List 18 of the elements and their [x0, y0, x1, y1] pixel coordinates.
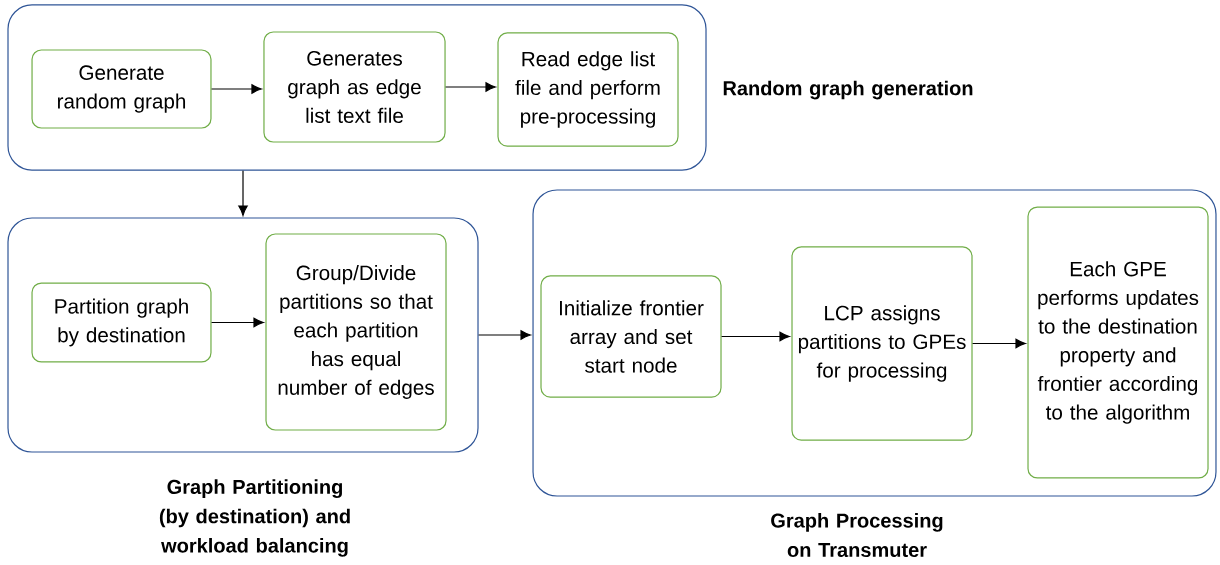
process-box: Each GPE performs updates to the destination property and frontier according to the algorithm: [1027, 206, 1209, 479]
arrow: [238, 170, 248, 216]
group-heading: Random graph generation: [723, 80, 973, 100]
arrow: [211, 317, 264, 328]
process-box: Read edge list file and perform pre-processing: [497, 32, 679, 147]
process-box: Generates graph as edge list text file: [263, 31, 446, 143]
process-box: LCP assigns partitions to GPEs for processing: [791, 246, 973, 441]
process-box: Generate random graph: [31, 49, 212, 129]
process-box: Partition graph by destination: [31, 282, 212, 363]
arrow: [478, 330, 531, 340]
group-heading: Graph Partitioning (by destination) and workload balancing: [159, 479, 350, 557]
process-box: Group/Divide partitions so that each partition has equal number of edges: [265, 233, 447, 431]
arrow: [211, 84, 262, 94]
group-heading: Graph Processing on Transmuter: [771, 513, 943, 557]
arrow: [721, 331, 790, 342]
arrow: [445, 82, 496, 92]
process-box: Initialize frontier array and set start node: [540, 275, 722, 398]
arrow: [972, 338, 1026, 349]
